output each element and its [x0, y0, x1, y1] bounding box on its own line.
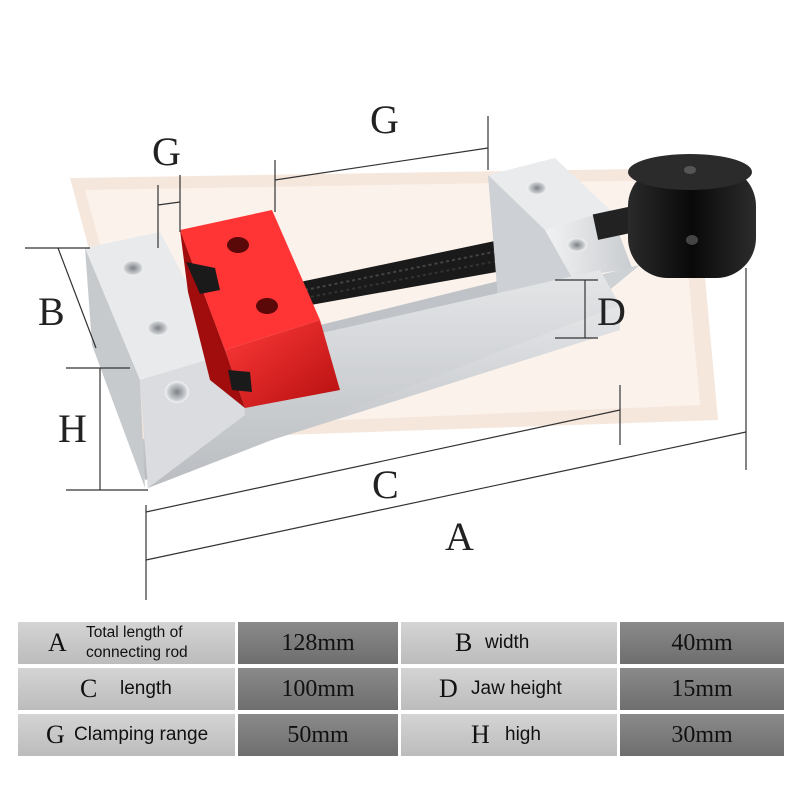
vise-body — [85, 232, 620, 488]
knob-hole — [686, 235, 698, 245]
spec-label-cell: C length — [18, 668, 235, 710]
spec-label-cell: H high — [401, 714, 617, 756]
spec-value: 128mm — [238, 622, 398, 664]
dim-label-g-top: G — [370, 97, 399, 142]
spec-letter: D — [439, 674, 458, 703]
dim-label-a: A — [445, 514, 474, 559]
spec-label-cell: G Clamping range — [18, 714, 235, 756]
spec-row: A Total length of connecting rod 128mm B… — [18, 622, 784, 664]
body-hole-2 — [147, 320, 169, 336]
dim-label-b: B — [38, 289, 65, 334]
lead-screw — [300, 234, 530, 306]
body-hole-1 — [122, 260, 144, 276]
dim-label-h: H — [58, 406, 87, 451]
spec-letter: H — [471, 720, 490, 749]
spec-row: G Clamping range 50mm H high 30mm — [18, 714, 784, 756]
red-jaw-hole-2 — [256, 298, 278, 314]
spec-letter: C — [80, 674, 98, 703]
knob — [592, 154, 756, 278]
spec-letter: G — [46, 720, 65, 749]
jaw-screw-hole-1 — [527, 181, 547, 195]
spec-label: width — [485, 632, 530, 653]
spec-value: 40mm — [620, 622, 784, 664]
spec-label: length — [120, 678, 172, 699]
dim-label-c: C — [372, 462, 399, 507]
spec-label: high — [505, 724, 541, 745]
spec-letter: A — [48, 628, 67, 657]
spec-value: 100mm — [238, 668, 398, 710]
spec-value: 30mm — [620, 714, 784, 756]
spec-label-cell: D Jaw height — [401, 668, 617, 710]
spec-letter: B — [455, 628, 473, 657]
dim-label-d: D — [597, 289, 626, 334]
spec-row: C length 100mm D Jaw height 15mm — [18, 668, 784, 710]
spec-label: Total length of connecting rod — [86, 624, 188, 661]
dimension-lines — [25, 116, 747, 600]
spec-label: Jaw height — [471, 678, 562, 699]
vise-diagram: A C H B D G G — [25, 97, 756, 600]
spec-value: 50mm — [238, 714, 398, 756]
dim-label-g-left: G — [152, 129, 181, 174]
red-jaw-hole-1 — [227, 237, 249, 253]
spec-label-cell: B width — [401, 622, 617, 664]
jaw-screw-hole-2 — [567, 238, 587, 252]
red-jaw — [180, 210, 340, 408]
body-hole-3 — [165, 381, 189, 403]
dimension-labels: A C H B D G G — [38, 97, 626, 559]
spec-value: 15mm — [620, 668, 784, 710]
spec-label-cell: A Total length of connecting rod — [18, 622, 235, 664]
spec-table: A Total length of connecting rod 128mm B… — [18, 622, 784, 756]
spec-label: Clamping range — [74, 724, 209, 745]
